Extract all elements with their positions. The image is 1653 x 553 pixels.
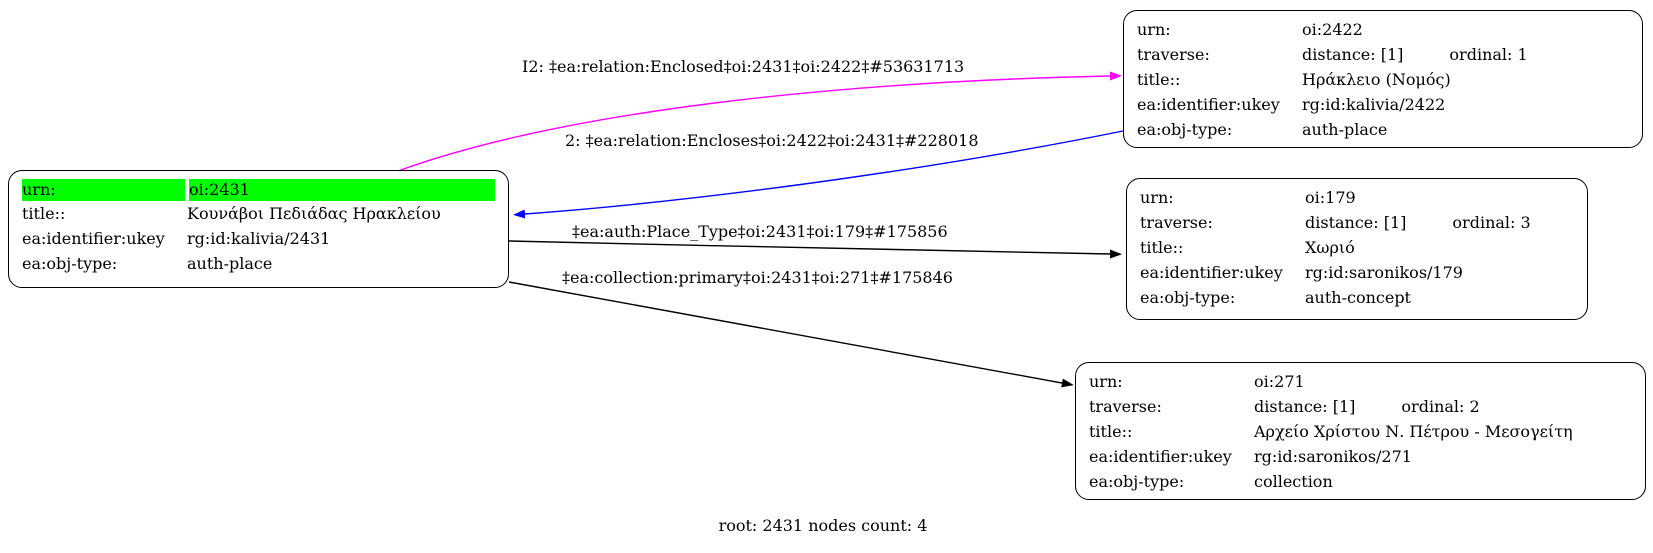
- field-key-identifier: ea:identifier:ukey: [1137, 95, 1280, 114]
- node-oi-2422: urn: oi:2422 traverse: distance: [1] ordi…: [1123, 10, 1643, 148]
- node-row-title: title:: Ηράκλειο (Νομός): [1137, 67, 1629, 92]
- field-value-urn: oi:271: [1254, 372, 1305, 391]
- field-key-traverse: traverse:: [1140, 213, 1213, 232]
- traverse-ordinal: ordinal: 2: [1401, 397, 1480, 416]
- field-value-urn: oi:179: [1305, 188, 1356, 207]
- node-row-traverse: traverse: distance: [1] ordinal: 2: [1089, 394, 1632, 419]
- node-row-traverse: traverse: distance: [1] ordinal: 3: [1140, 210, 1574, 235]
- field-value-identifier: rg:id:saronikos/271: [1254, 447, 1412, 466]
- edge-label-collection-primary: ‡ea:collection:primary‡oi:2431‡oi:271‡#1…: [562, 268, 953, 287]
- node-row-urn: urn: oi:179: [1140, 185, 1574, 210]
- edge-relation-enclosed: [397, 71, 1122, 172]
- traverse-distance: distance: [1]: [1302, 45, 1404, 64]
- traverse-distance: distance: [1]: [1254, 397, 1356, 416]
- node-row-title: title:: Χωριό: [1140, 235, 1574, 260]
- field-value-objtype: collection: [1254, 472, 1333, 491]
- field-value-objtype: auth-concept: [1305, 288, 1411, 307]
- node-row-objtype: ea:obj-type: auth-place: [1137, 117, 1629, 142]
- field-value-traverse: distance: [1] ordinal: 1: [1302, 42, 1629, 67]
- field-key-identifier: ea:identifier:ukey: [22, 229, 165, 248]
- field-value-traverse: distance: [1] ordinal: 3: [1305, 210, 1574, 235]
- edge-label-auth-place-type: ‡ea:auth:Place_Type‡oi:2431‡oi:179‡#1758…: [572, 222, 948, 241]
- field-value-urn: oi:2431: [189, 179, 495, 201]
- field-key-urn: urn:: [1140, 188, 1174, 207]
- field-key-title: title::: [1089, 422, 1133, 441]
- edge-label-relation-encloses: 2: ‡ea:relation:Encloses‡oi:2422‡oi:2431…: [565, 131, 979, 150]
- field-value-objtype: auth-place: [187, 254, 273, 273]
- field-value-urn: oi:2422: [1302, 20, 1363, 39]
- field-value-identifier: rg:id:kalivia/2422: [1302, 95, 1446, 114]
- field-value-traverse: distance: [1] ordinal: 2: [1254, 394, 1632, 419]
- field-key-identifier: ea:identifier:ukey: [1089, 447, 1232, 466]
- node-row-identifier: ea:identifier:ukey rg:id:saronikos/179: [1140, 260, 1574, 285]
- field-value-title: Ηράκλειο (Νομός): [1302, 70, 1451, 89]
- edge-auth-place-type: [508, 240, 1122, 259]
- field-value-identifier: rg:id:saronikos/179: [1305, 263, 1463, 282]
- traverse-ordinal: ordinal: 3: [1452, 213, 1531, 232]
- field-key-urn: urn:: [22, 179, 185, 201]
- edge-label-relation-enclosed: I2: ‡ea:relation:Enclosed‡oi:2431‡oi:242…: [522, 57, 965, 76]
- node-oi-2431: urn: oi:2431 title:: Κουνάβοι Πεδιάδας Η…: [8, 170, 509, 288]
- node-row-traverse: traverse: distance: [1] ordinal: 1: [1137, 42, 1629, 67]
- node-row-objtype: ea:obj-type: auth-concept: [1140, 285, 1574, 310]
- field-key-objtype: ea:obj-type:: [22, 254, 118, 273]
- edge-relation-encloses: [513, 130, 1124, 219]
- node-row-identifier: ea:identifier:ukey rg:id:kalivia/2422: [1137, 92, 1629, 117]
- field-value-title: Κουνάβοι Πεδιάδας Ηρακλείου: [187, 204, 441, 223]
- field-key-traverse: traverse:: [1089, 397, 1162, 416]
- field-key-identifier: ea:identifier:ukey: [1140, 263, 1283, 282]
- node-oi-179: urn: oi:179 traverse: distance: [1] ordin…: [1126, 178, 1588, 320]
- node-row-identifier: ea:identifier:ukey rg:id:kalivia/2431: [22, 226, 495, 251]
- field-value-objtype: auth-place: [1302, 120, 1388, 139]
- field-key-objtype: ea:obj-type:: [1140, 288, 1236, 307]
- node-row-title: title:: Αρχείο Χρίστου Ν. Πέτρου - Μεσογ…: [1089, 419, 1632, 444]
- node-row-title: title:: Κουνάβοι Πεδιάδας Ηρακλείου: [22, 201, 495, 226]
- traverse-distance: distance: [1]: [1305, 213, 1407, 232]
- node-row-identifier: ea:identifier:ukey rg:id:saronikos/271: [1089, 444, 1632, 469]
- traverse-ordinal: ordinal: 1: [1449, 45, 1528, 64]
- field-value-identifier: rg:id:kalivia/2431: [187, 229, 331, 248]
- edge-collection-primary: [508, 281, 1074, 388]
- node-row-urn: urn: oi:2431: [22, 177, 495, 201]
- node-oi-271: urn: oi:271 traverse: distance: [1] ordin…: [1075, 362, 1646, 500]
- field-key-objtype: ea:obj-type:: [1137, 120, 1233, 139]
- node-row-urn: urn: oi:271: [1089, 369, 1632, 394]
- graph-root-label: root: 2431 nodes count: 4: [718, 516, 928, 535]
- field-key-urn: urn:: [1137, 20, 1171, 39]
- field-value-title: Αρχείο Χρίστου Ν. Πέτρου - Μεσογείτη: [1254, 422, 1573, 441]
- node-row-objtype: ea:obj-type: collection: [1089, 469, 1632, 494]
- node-row-objtype: ea:obj-type: auth-place: [22, 251, 495, 276]
- field-key-title: title::: [1137, 70, 1181, 89]
- node-row-urn: urn: oi:2422: [1137, 17, 1629, 42]
- field-key-traverse: traverse:: [1137, 45, 1210, 64]
- field-key-title: title::: [1140, 238, 1184, 257]
- field-key-title: title::: [22, 204, 66, 223]
- field-key-objtype: ea:obj-type:: [1089, 472, 1185, 491]
- field-value-title: Χωριό: [1305, 238, 1355, 257]
- field-key-urn: urn:: [1089, 372, 1123, 391]
